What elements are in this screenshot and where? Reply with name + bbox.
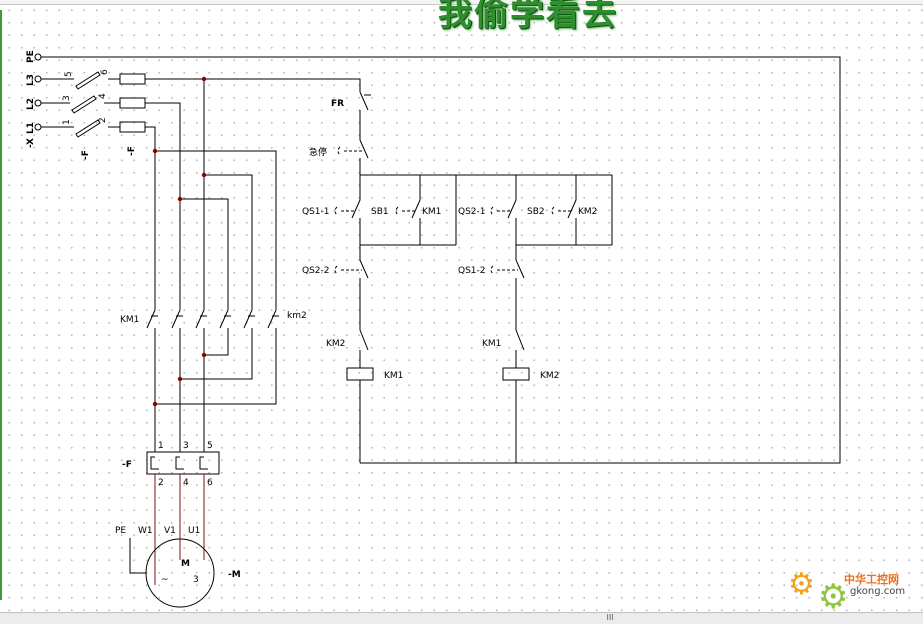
thermal-bottom-2: 2	[158, 478, 164, 488]
top-toolbar-edge	[0, 0, 923, 5]
label-pe: PE	[26, 50, 36, 63]
fuse-out-l2: 4	[98, 93, 108, 99]
motor-leads	[154, 474, 205, 585]
fuse-switch-l1	[75, 119, 101, 138]
gear-icon-green: ⚙	[818, 577, 849, 617]
reversing-wiring	[146, 76, 279, 452]
pe-frame-wire	[41, 56, 841, 464]
fuse-in-l2: 3	[62, 95, 72, 101]
fuse-l1	[119, 121, 146, 133]
thermal-elements	[150, 456, 208, 470]
label-qs1-1: QS1-1	[302, 207, 330, 217]
fuse-in-l1: 1	[62, 119, 72, 125]
label-l3: L3	[26, 74, 36, 86]
motor-terminal-u1: U1	[188, 526, 200, 536]
l1-wire	[41, 126, 156, 310]
motor-feed	[154, 328, 205, 452]
label-km2-nc: KM2	[326, 339, 345, 349]
fuse-l3	[119, 73, 146, 85]
scrollbar-thumb[interactable]: III	[606, 613, 614, 622]
label-estop: 急停	[309, 146, 327, 158]
motor-symbol: ~	[161, 575, 169, 585]
thermal-relay	[146, 451, 220, 585]
label-sb1: SB1	[371, 207, 389, 217]
motor-terminal-v1: V1	[164, 526, 176, 536]
thermal-top-3: 3	[183, 441, 189, 451]
labels: PE L3 L2 L1 -X 5 6 3 4 1 2 -F -F KM1 km2…	[26, 50, 597, 585]
control-circuit	[334, 91, 613, 463]
branch2-switches	[507, 175, 613, 245]
thermal-top-5: 5	[207, 441, 213, 451]
fuse-l2	[119, 97, 146, 109]
branch1-actuators	[334, 206, 415, 216]
watermark-en: gkong.com	[850, 586, 906, 597]
horizontal-scrollbar[interactable]: III	[0, 612, 923, 624]
motor-terminal-w1: W1	[138, 526, 153, 536]
thermal-top-1: 1	[158, 441, 164, 451]
fuse-switch-l2	[71, 95, 97, 114]
motor-pe-wire	[129, 538, 146, 574]
main-contact-km1: KM1	[120, 315, 139, 325]
main-contact-km2: km2	[287, 311, 307, 321]
cross-wire-2	[204, 174, 253, 310]
fuse-in-l3: 5	[64, 71, 74, 77]
watermark-cn: 中华工控网	[844, 573, 899, 586]
left-margin-line	[0, 10, 2, 600]
estop-actuator	[337, 146, 364, 156]
label-qs1-2: QS1-2	[458, 266, 486, 276]
coil-km1	[346, 367, 374, 381]
branch1-switches	[351, 175, 457, 245]
fuse-switch-l3	[75, 71, 101, 90]
main-contacts	[146, 309, 277, 329]
label-qs2-1: QS2-1	[458, 207, 486, 217]
thermal-bottom-6: 6	[207, 478, 213, 488]
label-coil-km2: KM2	[540, 371, 559, 381]
label-sb2: SB2	[527, 207, 545, 217]
watermark: ⚙ ⚙ 中华工控网 gkong.com	[788, 566, 913, 617]
thermal-bottom-4: 4	[183, 478, 189, 488]
thermal-relay-box	[146, 451, 220, 475]
motor	[129, 538, 215, 608]
fuse-label-right: -F	[127, 146, 137, 156]
junction-dots	[152, 76, 207, 407]
label-qs2-2: QS2-2	[302, 266, 330, 276]
label-km1-hold: KM1	[422, 207, 441, 217]
motor-name: M	[181, 559, 190, 569]
label-km1-nc: KM1	[482, 339, 501, 349]
label-l2: L2	[26, 98, 36, 110]
label-fr: FR	[331, 99, 344, 109]
fuse-label-left: -F	[81, 150, 91, 160]
fuse-out-l1: 2	[98, 117, 108, 123]
motor-label: -M	[228, 570, 241, 580]
l3-wire	[41, 78, 361, 92]
label-coil-km1: KM1	[384, 371, 403, 381]
coil-km2	[502, 367, 530, 381]
banner-title: 我偷学看去	[438, 0, 618, 34]
fuse-switch-group	[71, 71, 101, 138]
cross-wire-1	[155, 150, 277, 310]
branch2-actuators	[490, 206, 571, 216]
motor-phase: 3	[193, 575, 199, 585]
branch1-interlock-actuator	[334, 265, 362, 275]
cross-wire-3	[180, 198, 229, 310]
fr-estop-contacts	[359, 91, 369, 175]
motor-terminal-pe: PE	[115, 526, 126, 536]
fuse-out-l3: 6	[100, 69, 110, 75]
l2-wire	[41, 102, 181, 310]
gear-icon: ⚙	[788, 567, 815, 602]
swap-wire-b	[180, 328, 253, 380]
swap-wire-c	[155, 328, 277, 405]
label-l1: L1	[26, 122, 36, 134]
thermal-relay-label: -F	[122, 460, 132, 470]
label-km2-hold: KM2	[578, 207, 597, 217]
branch1-interlocks	[359, 245, 369, 368]
label-terminal-x: -X	[26, 138, 36, 148]
power-input-lines	[34, 53, 841, 464]
swap-wire-a	[204, 328, 229, 356]
branch2-interlocks	[515, 245, 525, 368]
branch2-interlock-actuator	[490, 265, 518, 275]
